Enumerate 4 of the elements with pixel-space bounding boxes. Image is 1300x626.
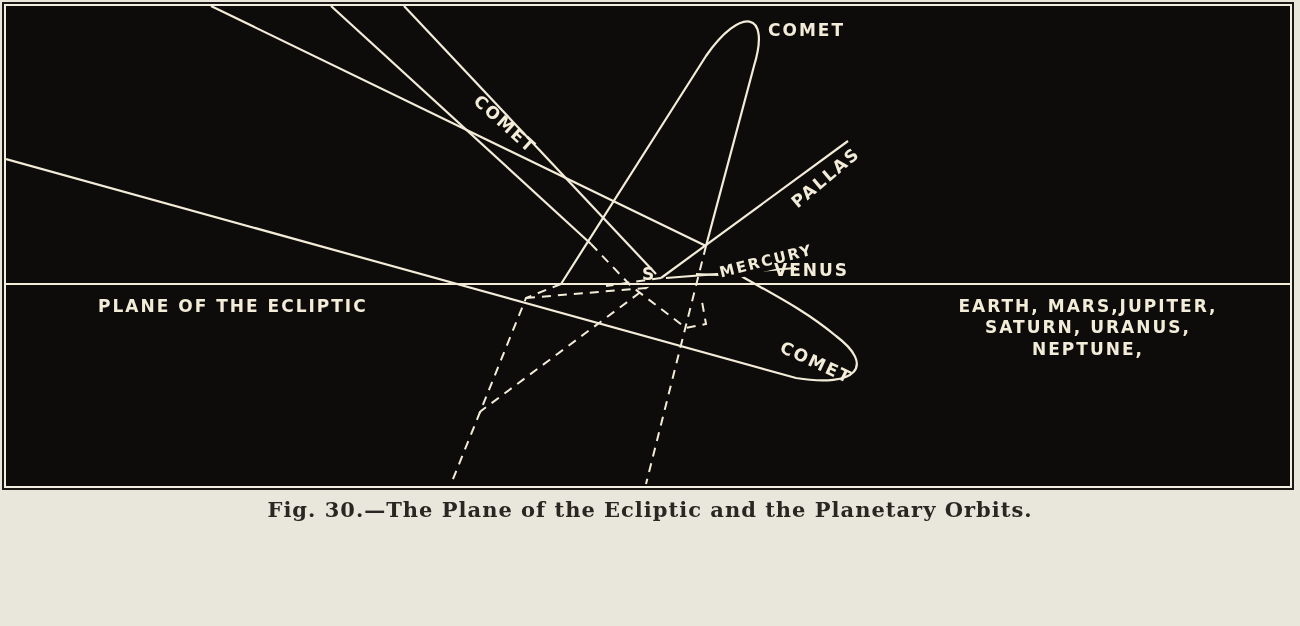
orbit-label: EARTH, MARS,JUPITER, SATURN, URANUS, NEPTUNE, — [957, 296, 1219, 360]
figure-caption: Fig. 30.—The Plane of the Ecliptic and the Planetary Orbits. — [266, 497, 1034, 522]
orbit-label: COMET — [768, 20, 846, 42]
orbit-label: PLANE OF THE ECLIPTIC — [98, 296, 368, 318]
